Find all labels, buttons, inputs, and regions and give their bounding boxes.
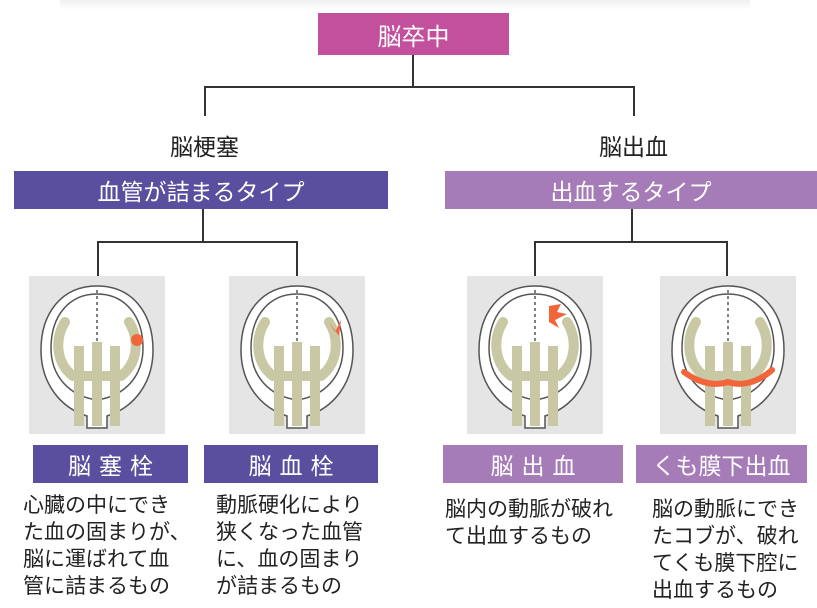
description-thrombosis: 動脈硬化により 狭くなった血管 に、血の固まり が詰まるもの — [216, 493, 363, 598]
type-box-thrombosis: 脳血栓 — [204, 445, 378, 483]
root-connector — [204, 55, 635, 116]
brain-thrombosis-illustration — [229, 276, 365, 434]
hemorrhage-connector — [534, 209, 728, 280]
description-subarachnoid: 脳の動脈にでき たコブが、破れ てくも膜下腔に 出血するもの — [652, 497, 799, 602]
category-label-infarction: 血管が詰まるタイプ — [97, 180, 305, 206]
root-label: 脳卒中 — [377, 22, 450, 51]
description-embolism: 心臓の中にでき た血の固まりが、 脳に運ばれて血 管に詰まるもの — [23, 493, 191, 598]
type-label-intracerebral: 脳出血 — [490, 454, 584, 480]
infarction-connector — [97, 209, 298, 280]
category-box-infarction: 血管が詰まるタイプ — [14, 171, 388, 209]
type-box-intracerebral: 脳出血 — [443, 445, 623, 483]
branch-label-infarction: 脳梗塞 — [170, 135, 239, 161]
description-intracerebral: 脳内の動脈が破れ て出血するもの — [445, 497, 613, 548]
type-label-embolism: 脳塞栓 — [68, 454, 161, 480]
subarachnoid-hemorrhage-illustration — [660, 276, 796, 434]
type-label-thrombosis: 脳血栓 — [248, 454, 342, 480]
type-label-subarachnoid: くも膜下出血 — [652, 454, 791, 480]
brain-embolism-illustration — [29, 276, 165, 434]
type-box-subarachnoid: くも膜下出血 — [636, 445, 807, 483]
top-shade — [60, 0, 750, 10]
type-box-embolism: 脳塞栓 — [33, 445, 188, 483]
branch-label-hemorrhage: 脳出血 — [599, 135, 668, 161]
intracerebral-hemorrhage-illustration — [467, 276, 603, 434]
category-label-hemorrhage: 出血するタイプ — [550, 180, 712, 206]
category-box-hemorrhage: 出血するタイプ — [445, 171, 817, 209]
root-box: 脳卒中 — [318, 13, 509, 55]
